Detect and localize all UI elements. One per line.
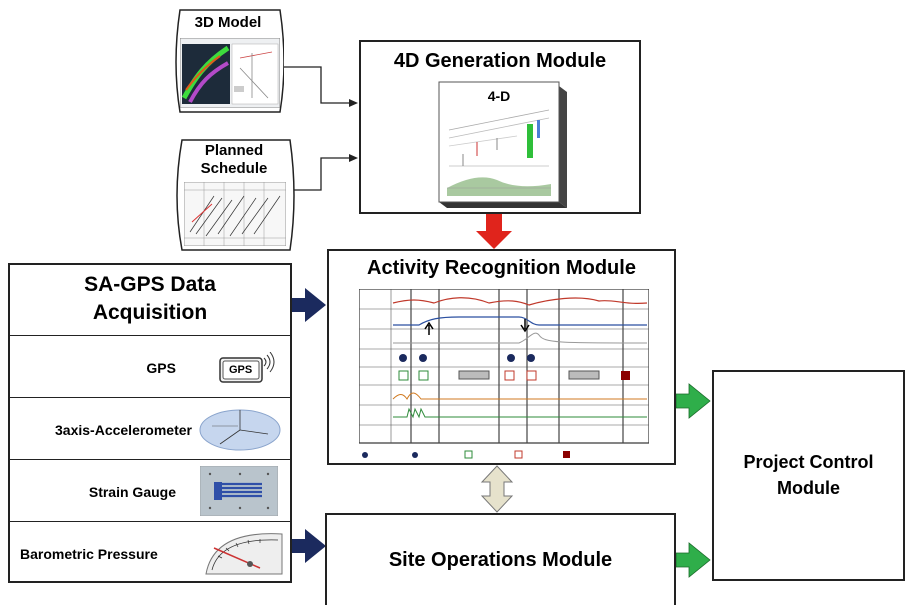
schedule-chart [183,181,287,247]
sensor-row-strain-gauge: Strain Gauge [8,459,292,523]
project-control-line1: Project Control [743,452,874,472]
pressure-gauge-icon [204,526,284,578]
module-site-operations: Site Operations Module [325,513,676,605]
green-arrow-lower [675,542,711,578]
model-3d-label: 3D Model [194,14,262,31]
model-3d-thumbnail [179,37,281,109]
schedule-label-line2: Schedule [200,160,268,177]
sensor-label-accelerometer: 3axis-Accelerometer [55,422,192,438]
model-3d-render [179,37,281,109]
cube-4d-label: 4-D [487,88,511,104]
navy-arrow-upper [291,288,326,322]
connector-schedule-head [349,154,358,162]
sensor-label-barometric: Barometric Pressure [20,546,158,562]
module-project-control: Project Control Module [712,370,905,581]
connector-3d-model [283,66,352,104]
gps-icon-text: GPS [229,364,253,376]
strain-gauge-icon [199,465,279,517]
pressure-dial [205,533,283,575]
connector-schedule [294,157,352,191]
sa-gps-title-line1: SA-GPS Data [84,273,216,296]
gps-icon: GPS [218,351,275,384]
green-arrow-upper [675,383,711,419]
site-operations-title: Site Operations Module [388,549,613,571]
sa-gps-panel: SA-GPS Data Acquisition GPS GPS 3axis-Ac… [8,263,292,583]
sensor-label-gps: GPS [146,360,176,376]
red-arrow-down [476,214,512,249]
sa-gps-title-line2: Acquisition [92,301,208,324]
schedule-label-line1: Planned [204,142,264,159]
navy-arrow-lower [291,529,326,563]
module-4d-generation: 4D Generation Module 4-D [359,40,641,214]
module-activity-recognition: Activity Recognition Module [327,249,676,465]
sensor-row-gps: GPS GPS [8,335,292,399]
sensor-label-strain-gauge: Strain Gauge [88,484,176,500]
sensor-row-barometric: Barometric Pressure [8,521,292,583]
module-4d-title: 4D Generation Module [393,50,607,72]
sa-gps-header: SA-GPS Data Acquisition [8,263,292,337]
project-control-line2: Module [777,478,840,498]
accelerometer-icon [198,404,282,456]
schedule-thumbnail [183,181,287,247]
activity-recognition-title: Activity Recognition Module [367,257,636,279]
gps-device [219,351,275,383]
accelerometer-ellipse [199,409,281,451]
sensor-row-accelerometer: 3axis-Accelerometer [8,397,292,461]
activity-timeline-svg [358,288,650,459]
input-3d-model: 3D Model [172,8,284,118]
cube-4d: 4-D [437,80,569,210]
bidirectional-arrow [480,465,514,513]
cube-4d-shape [438,81,567,208]
strain-gauge-chip [199,465,279,517]
input-planned-schedule: Planned Schedule [172,138,296,256]
activity-timeline-chart [358,288,650,461]
connector-3d-model-head [349,99,358,107]
